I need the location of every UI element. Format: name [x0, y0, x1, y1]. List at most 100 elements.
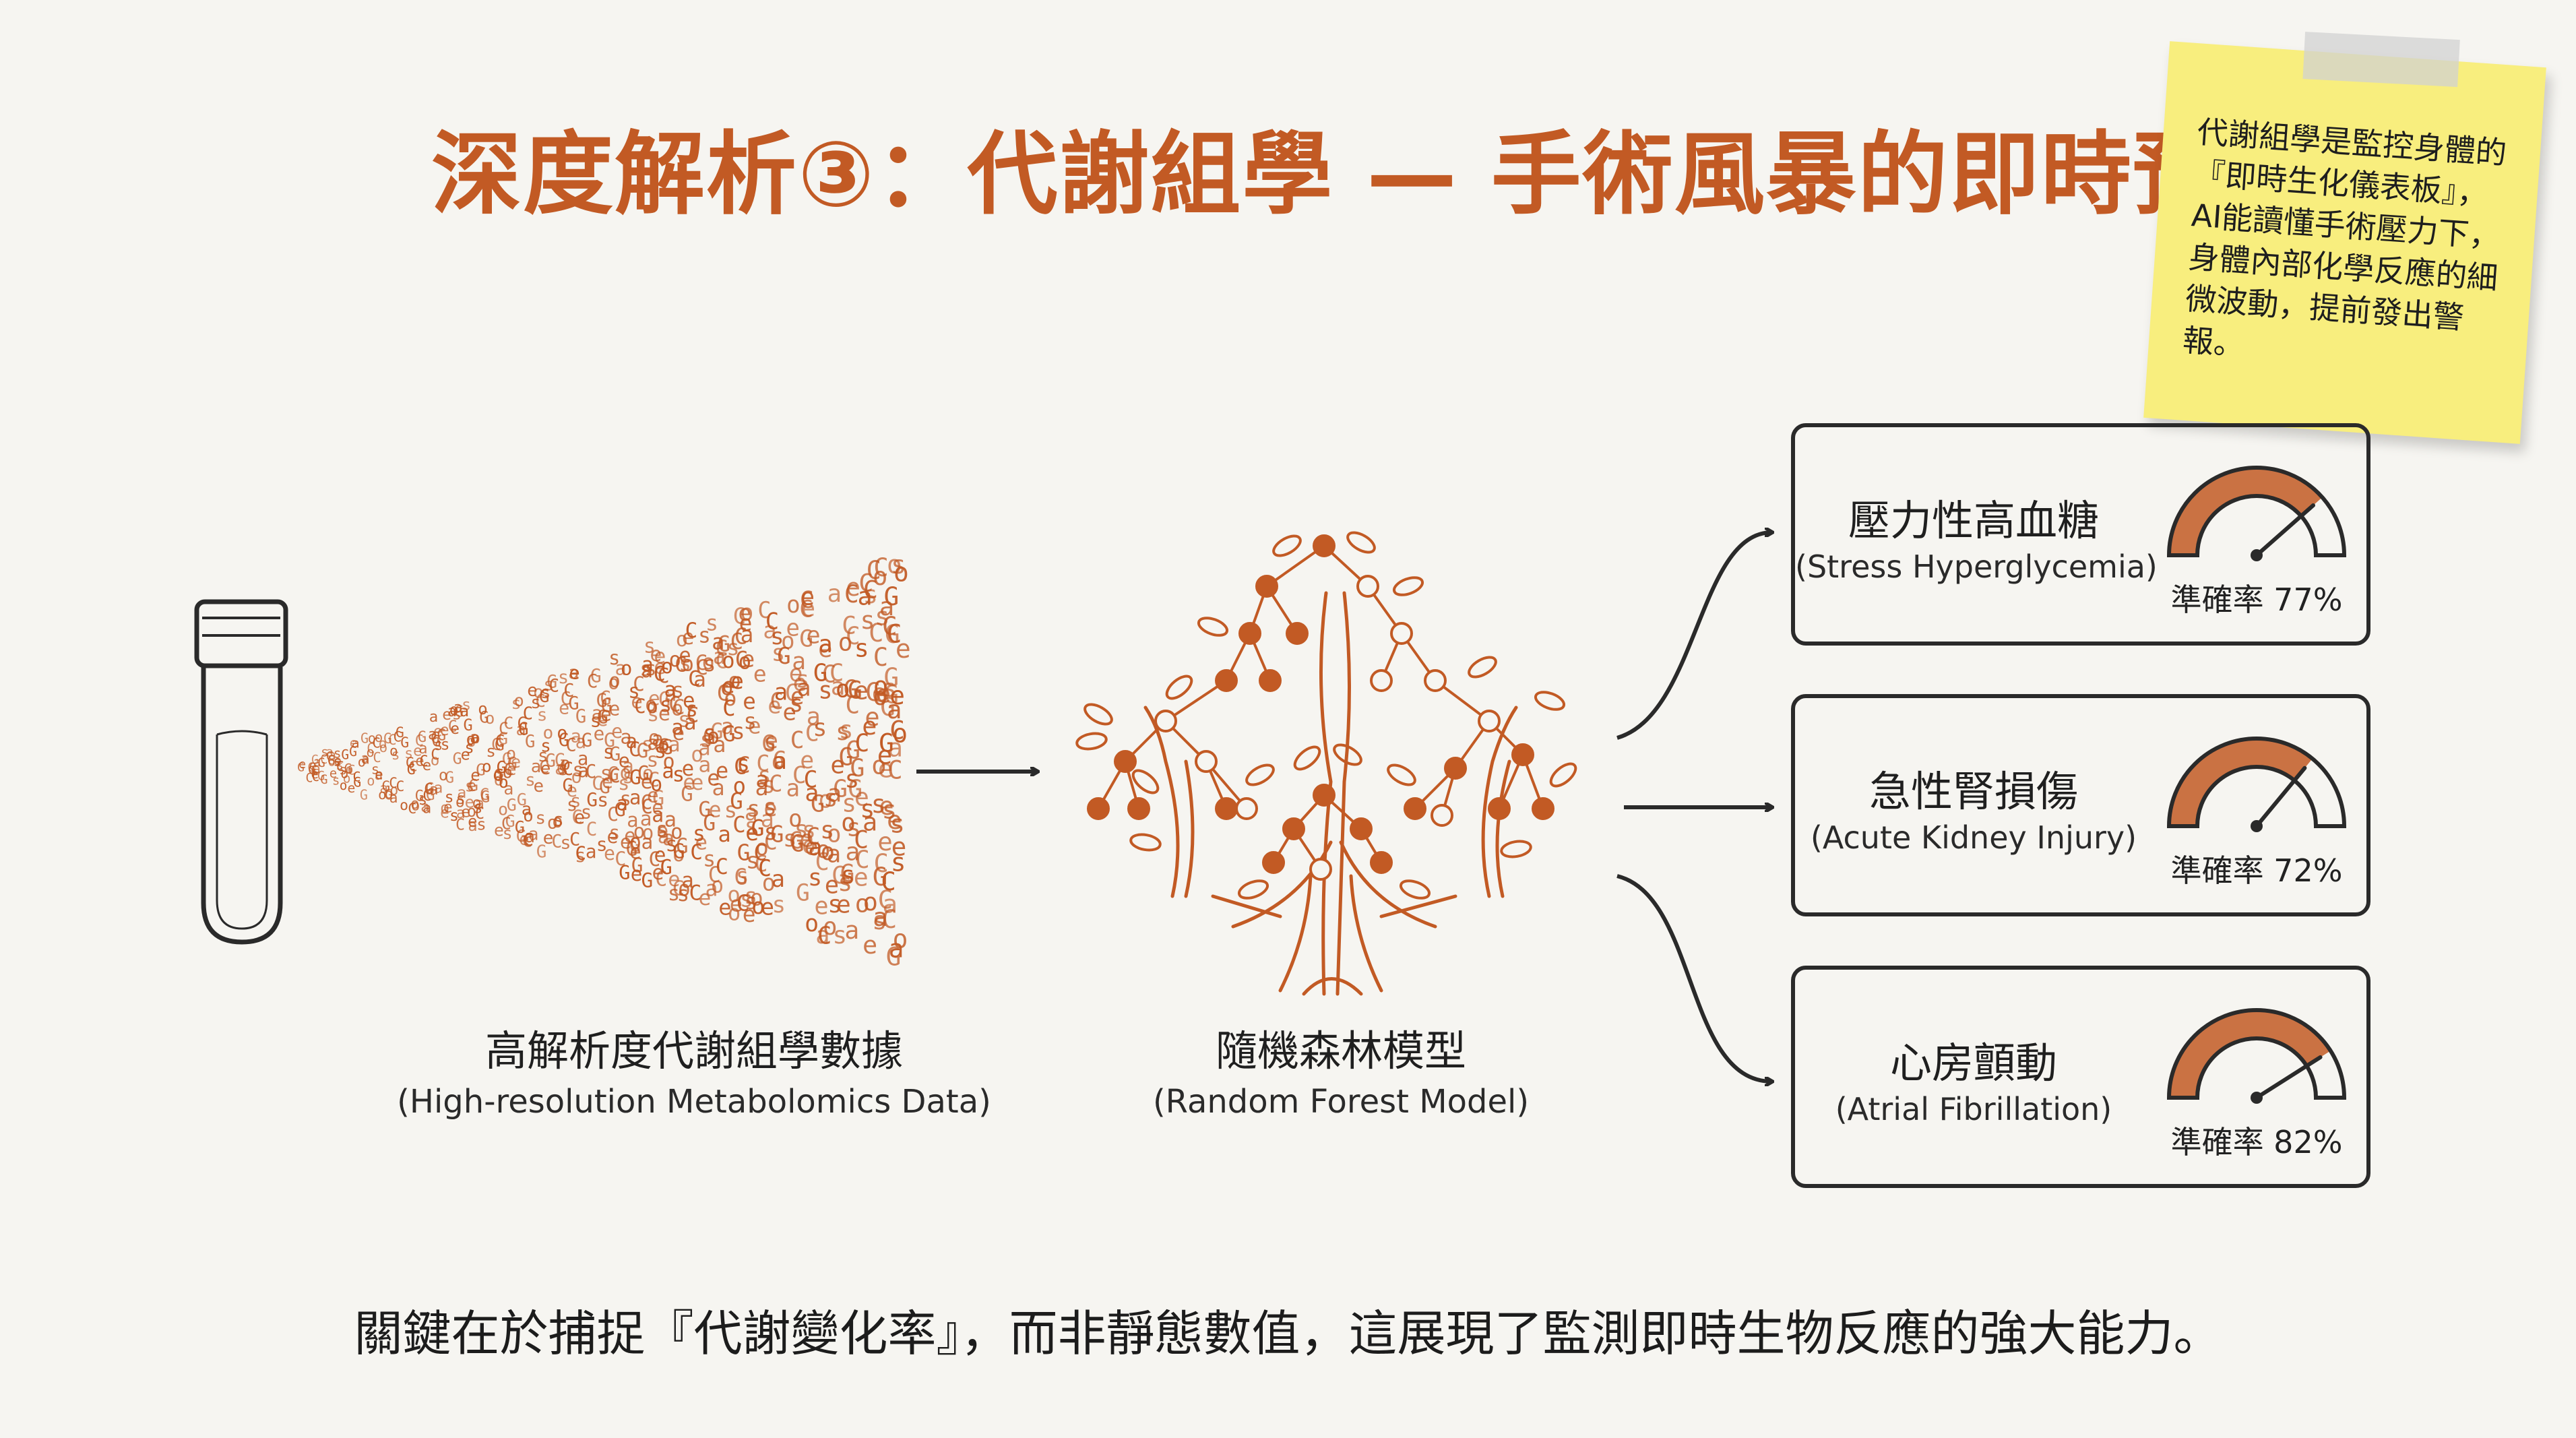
metabolite-glyph: s: [558, 667, 569, 688]
metabolite-glyph: a: [361, 750, 369, 766]
metabolite-glyph: a: [721, 714, 734, 739]
metabolite-glyph: a: [805, 780, 819, 807]
metabolite-glyph: e: [494, 821, 504, 840]
metabolite-glyph: G: [604, 730, 615, 752]
metabolite-glyph: s: [875, 601, 889, 631]
metabolite-glyph: G: [582, 730, 593, 751]
metabolite-glyph: o: [893, 925, 908, 954]
gauge-outline: [2166, 737, 2347, 828]
metabolite-glyph: e: [862, 712, 877, 741]
metabolite-glyph: e: [442, 706, 451, 724]
metabolite-glyph: G: [384, 787, 393, 803]
metabolite-glyph: s: [672, 679, 684, 703]
metabolite-glyph: e: [814, 892, 828, 920]
metabolite-glyph: s: [836, 718, 850, 746]
metabolite-glyph: s: [743, 708, 757, 734]
accuracy-label: 準確率 72%: [2170, 852, 2343, 889]
tree-node: [1313, 534, 1336, 557]
metabolite-glyph: e: [450, 720, 460, 738]
metabolite-glyph: G: [718, 631, 730, 657]
metabolite-glyph: e: [519, 829, 529, 849]
metabolite-glyph: a: [713, 732, 726, 757]
metabolite-glyph: o: [498, 799, 508, 819]
metabolite-glyph: G: [722, 721, 735, 747]
metabolite-glyph: a: [379, 780, 388, 796]
metabolite-glyph: G: [698, 797, 711, 821]
metabolite-glyph: s: [334, 754, 342, 770]
metabolite-glyph: C: [539, 757, 550, 778]
metabolite-glyph: a: [774, 679, 788, 705]
metabolite-glyph: s: [794, 817, 809, 844]
metabolite-glyph: G: [469, 776, 478, 794]
metabolite-glyph: a: [662, 760, 674, 784]
outcome-name-en: (Atrial Fibrillation): [1835, 1091, 2112, 1127]
metabolite-glyph: s: [891, 847, 906, 877]
metabolite-glyph: a: [792, 648, 806, 675]
metabolite-glyph: s: [538, 746, 548, 766]
metabolite-glyph: s: [336, 757, 344, 773]
metabolite-glyph: C: [609, 765, 621, 787]
metabolite-glyph: G: [445, 770, 454, 787]
metabolite-glyph: a: [627, 809, 638, 832]
metabolite-glyph: o: [621, 657, 632, 680]
metabolite-glyph: s: [764, 819, 778, 845]
metabolite-glyph: o: [751, 893, 765, 919]
tree-node: [1478, 710, 1501, 732]
metabolite-glyph: a: [664, 679, 677, 702]
metabolite-glyph: e: [800, 747, 814, 774]
metabolite-glyph: s: [540, 683, 551, 703]
metabolite-glyph: o: [873, 681, 887, 711]
metabolite-glyph: o: [741, 600, 754, 625]
metabolite-glyph: a: [592, 702, 603, 724]
metabolite-glyph: o: [346, 761, 354, 777]
metabolite-glyph: C: [373, 735, 381, 751]
metabolite-glyph: s: [860, 794, 875, 823]
metabolite-glyph: G: [703, 811, 716, 836]
metabolite-glyph: a: [698, 737, 711, 761]
metabolite-glyph: e: [800, 826, 814, 853]
metabolite-glyph: s: [789, 691, 803, 718]
metabolite-glyph: s: [575, 846, 586, 867]
outcome-card-1: 壓力性高血糖 (Stress Hyperglycemia) 準確率 77%: [1791, 423, 2370, 646]
metabolite-glyph: e: [739, 611, 753, 636]
random-forest-icon: [1075, 531, 1577, 996]
metabolite-glyph: a: [827, 580, 842, 608]
metabolite-glyph: a: [889, 934, 904, 964]
metabolite-glyph: s: [841, 861, 856, 889]
metabolite-glyph: o: [838, 629, 853, 657]
metabolite-glyph: G: [344, 761, 352, 777]
metabolite-glyph: C: [495, 731, 505, 751]
metabolite-glyph: s: [736, 751, 750, 777]
metabolite-glyph: C: [648, 768, 660, 792]
metabolite-glyph: G: [850, 753, 865, 782]
tree-leaf: [1245, 763, 1275, 786]
metabolite-glyph: e: [730, 668, 744, 694]
metabolite-glyph: s: [740, 886, 753, 912]
outcome-card-3: 心房顫動 (Atrial Fibrillation) 準確率 82%: [1791, 966, 2370, 1188]
metabolite-glyph: s: [772, 640, 785, 666]
metabolite-glyph: G: [799, 626, 813, 653]
metabolite-glyph: e: [652, 861, 664, 885]
metabolite-glyph: G: [507, 795, 517, 815]
metabolite-glyph: C: [571, 807, 582, 828]
metabolite-glyph: o: [873, 671, 888, 701]
metabolite-glyph: s: [882, 794, 898, 824]
metabolite-glyph: G: [848, 774, 862, 803]
metabolite-glyph: a: [468, 816, 477, 835]
metabolite-glyph: e: [748, 713, 761, 739]
metabolite-glyph: o: [378, 786, 386, 803]
metabolite-glyph: o: [455, 793, 465, 811]
metabolite-glyph: G: [555, 750, 565, 771]
metabolite-glyph: a: [761, 806, 774, 832]
metabolite-glyph: G: [517, 790, 527, 809]
metabolite-glyph: a: [568, 662, 579, 683]
metabolite-glyph: s: [608, 647, 620, 669]
metabolite-glyph: s: [772, 892, 786, 918]
tree-leaf: [1131, 769, 1160, 794]
metabolite-glyph: C: [737, 752, 751, 778]
metabolite-glyph: C: [396, 778, 405, 795]
metabolite-glyph: s: [724, 797, 737, 823]
metabolite-glyph: C: [695, 656, 708, 680]
metabolite-glyph: e: [527, 681, 537, 701]
metabolite-glyph: C: [431, 746, 440, 763]
